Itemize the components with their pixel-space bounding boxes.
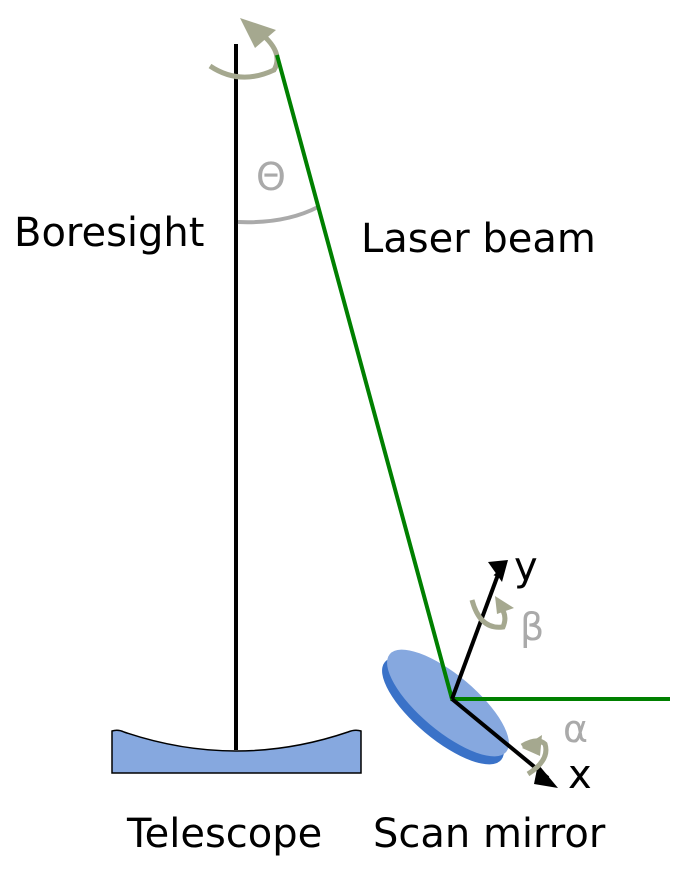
rotation-arrowhead-icon bbox=[240, 18, 276, 48]
beta-arrowhead-icon bbox=[495, 596, 514, 614]
theta-label: Θ bbox=[256, 155, 286, 199]
alpha-rotation-icon bbox=[520, 738, 549, 777]
x-axis-label: x bbox=[568, 752, 592, 798]
boresight-label: Boresight bbox=[14, 210, 204, 256]
x-axis-arrow bbox=[450, 697, 550, 780]
scan-mirror bbox=[382, 649, 509, 765]
y-axis-arrow bbox=[450, 569, 502, 700]
alpha-arrowhead-icon bbox=[522, 735, 542, 756]
y-axis-label: y bbox=[514, 544, 538, 590]
y-arrowhead-icon bbox=[488, 560, 508, 582]
alpha-label: α bbox=[563, 707, 588, 751]
laser-beam-label: Laser beam bbox=[361, 216, 596, 262]
x-arrowhead-icon bbox=[534, 764, 558, 788]
theta-angle-arc bbox=[237, 205, 319, 225]
telescope-label: Telescope bbox=[126, 811, 322, 857]
beta-rotation-icon bbox=[469, 599, 508, 630]
scan-mirror-label: Scan mirror bbox=[373, 811, 606, 857]
beta-label: β bbox=[520, 605, 544, 649]
rotation-arrow-icon bbox=[208, 36, 280, 80]
telescope-mirror bbox=[111, 729, 362, 774]
